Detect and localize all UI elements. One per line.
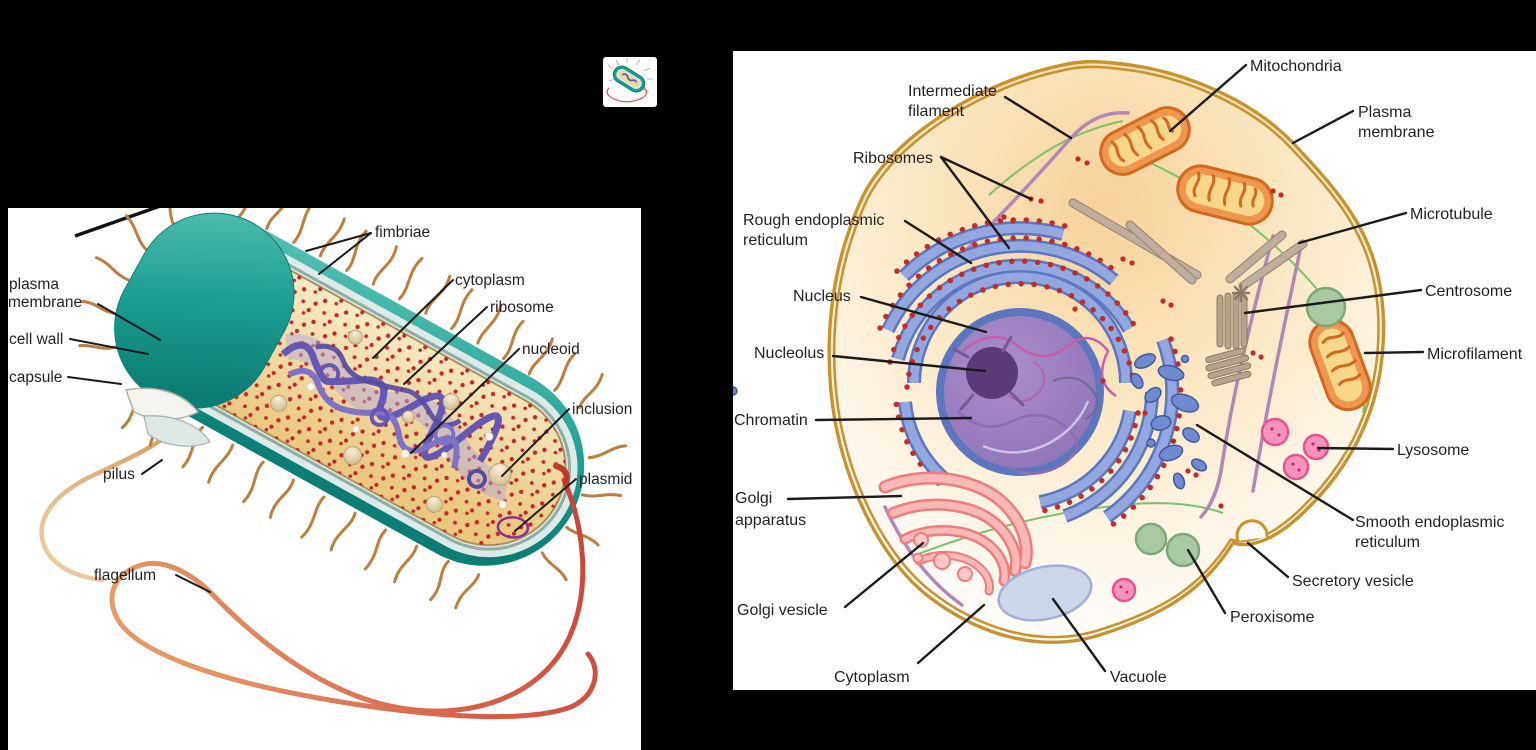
mitochondrion-3: [1308, 318, 1372, 412]
label-lysosome: Lysosome: [1397, 442, 1469, 459]
label-rough-er-2: reticulum: [743, 232, 808, 249]
label-cytoplasm: cytoplasm: [455, 272, 525, 289]
label-peroxisome: Peroxisome: [1230, 609, 1315, 626]
right-labels: Intermediate filament Ribosomes Rough en…: [734, 58, 1523, 686]
label-nucleoid: nucleoid: [522, 341, 580, 358]
label-pilus: pilus: [103, 466, 135, 483]
nucleolus-tendrils: [952, 335, 1025, 411]
label-flagellum: flagellum: [94, 567, 156, 584]
prokaryote-svg: fimbriae cytoplasm ribosome nucleoid inc…: [8, 208, 632, 720]
label-secretory-vesicle: Secretory vesicle: [1292, 573, 1414, 590]
label-intermediate-filament-1: Intermediate: [908, 83, 997, 100]
free-ribosome-dots: [1001, 156, 1284, 509]
nucleolus: [966, 347, 1018, 399]
label-vacuole: Vacuole: [1110, 669, 1167, 686]
label-microfilament: Microfilament: [1427, 346, 1523, 363]
thumb-hairs: [607, 58, 653, 93]
label-cell-wall: cell wall: [9, 331, 63, 348]
bacterium-body: [78, 208, 628, 610]
left-labels: fimbriae cytoplasm ribosome nucleoid inc…: [8, 224, 632, 584]
nucleoid-tangle: [280, 333, 510, 501]
label-golgi-apparatus-1: Golgi: [735, 490, 772, 507]
label-golgi-apparatus-2: apparatus: [735, 512, 806, 529]
cropped-leader-line: [74, 208, 160, 238]
right-leader-lines: [786, 63, 1425, 673]
label-rough-er-1: Rough endoplasmic: [743, 212, 884, 229]
label-centrosome: Centrosome: [1425, 283, 1512, 300]
golgi-vesicles: [912, 532, 973, 582]
label-golgi-vesicle: Golgi vesicle: [737, 602, 828, 619]
thumb-flagellum: [606, 85, 647, 103]
peroxisomes: [1134, 286, 1347, 568]
rough-er-ribosome-studs: [877, 217, 1184, 528]
plasmid-ring: [496, 516, 530, 539]
label-plasma-membrane-1: plasma: [9, 276, 59, 293]
smooth-er: [733, 353, 1208, 490]
eukaryote-diagram-panel: Intermediate filament Ribosomes Rough en…: [733, 51, 1536, 690]
vacuole-body: [997, 564, 1093, 622]
label-nucleolus: Nucleolus: [754, 345, 824, 362]
mini-prokaryote-cell-icon: [603, 57, 657, 107]
microtubule-rods: [1068, 198, 1308, 291]
flagellum-hook: [553, 463, 570, 487]
label-fimbriae: fimbriae: [375, 224, 430, 241]
fimbriae-hairs: [78, 208, 628, 610]
label-mitochondria: Mitochondria: [1250, 58, 1342, 75]
label-ribosome: ribosome: [490, 299, 554, 316]
lysosomes: [1111, 417, 1330, 603]
label-microtubule: Microtubule: [1410, 206, 1493, 223]
thumb-bacterium: [612, 65, 646, 93]
label-plasma-membrane-2: membrane: [8, 294, 82, 311]
label-cytoplasm: Cytoplasm: [834, 669, 910, 686]
label-smooth-er-2: reticulum: [1355, 534, 1420, 551]
inclusion-granules: [270, 329, 512, 513]
pilus-strand: [39, 420, 186, 583]
label-ribosomes: Ribosomes: [853, 150, 933, 167]
label-smooth-er-1: Smooth endoplasmic: [1355, 514, 1504, 531]
inclusion-target: [488, 462, 512, 486]
micro-granules: [306, 382, 508, 509]
centrosome: [1205, 283, 1252, 387]
capsule-flap: [143, 415, 211, 447]
label-capsule: capsule: [9, 369, 62, 386]
label-plasma-membrane-2: membrane: [1358, 124, 1435, 141]
label-plasma-membrane-1: Plasma: [1358, 104, 1411, 121]
label-inclusion: inclusion: [572, 401, 632, 418]
label-intermediate-filament-2: filament: [908, 103, 965, 120]
nucleus: [936, 308, 1117, 476]
left-leader-lines: [67, 232, 577, 593]
flagellum-strand: [109, 463, 598, 720]
eukaryote-svg: Intermediate filament Ribosomes Rough en…: [733, 58, 1523, 686]
label-nucleus: Nucleus: [793, 288, 851, 305]
prokaryote-diagram-panel: fimbriae cytoplasm ribosome nucleoid inc…: [8, 208, 641, 750]
secretory-vesicle-cup: [1235, 519, 1269, 542]
label-chromatin: Chromatin: [734, 412, 808, 429]
mitochondrion-1: [1099, 106, 1191, 176]
centrosome-star: [1231, 283, 1251, 303]
label-plasmid: plasmid: [579, 471, 632, 488]
mitochondrion-2: [1176, 164, 1274, 226]
thumbnail-svg: [606, 58, 653, 103]
